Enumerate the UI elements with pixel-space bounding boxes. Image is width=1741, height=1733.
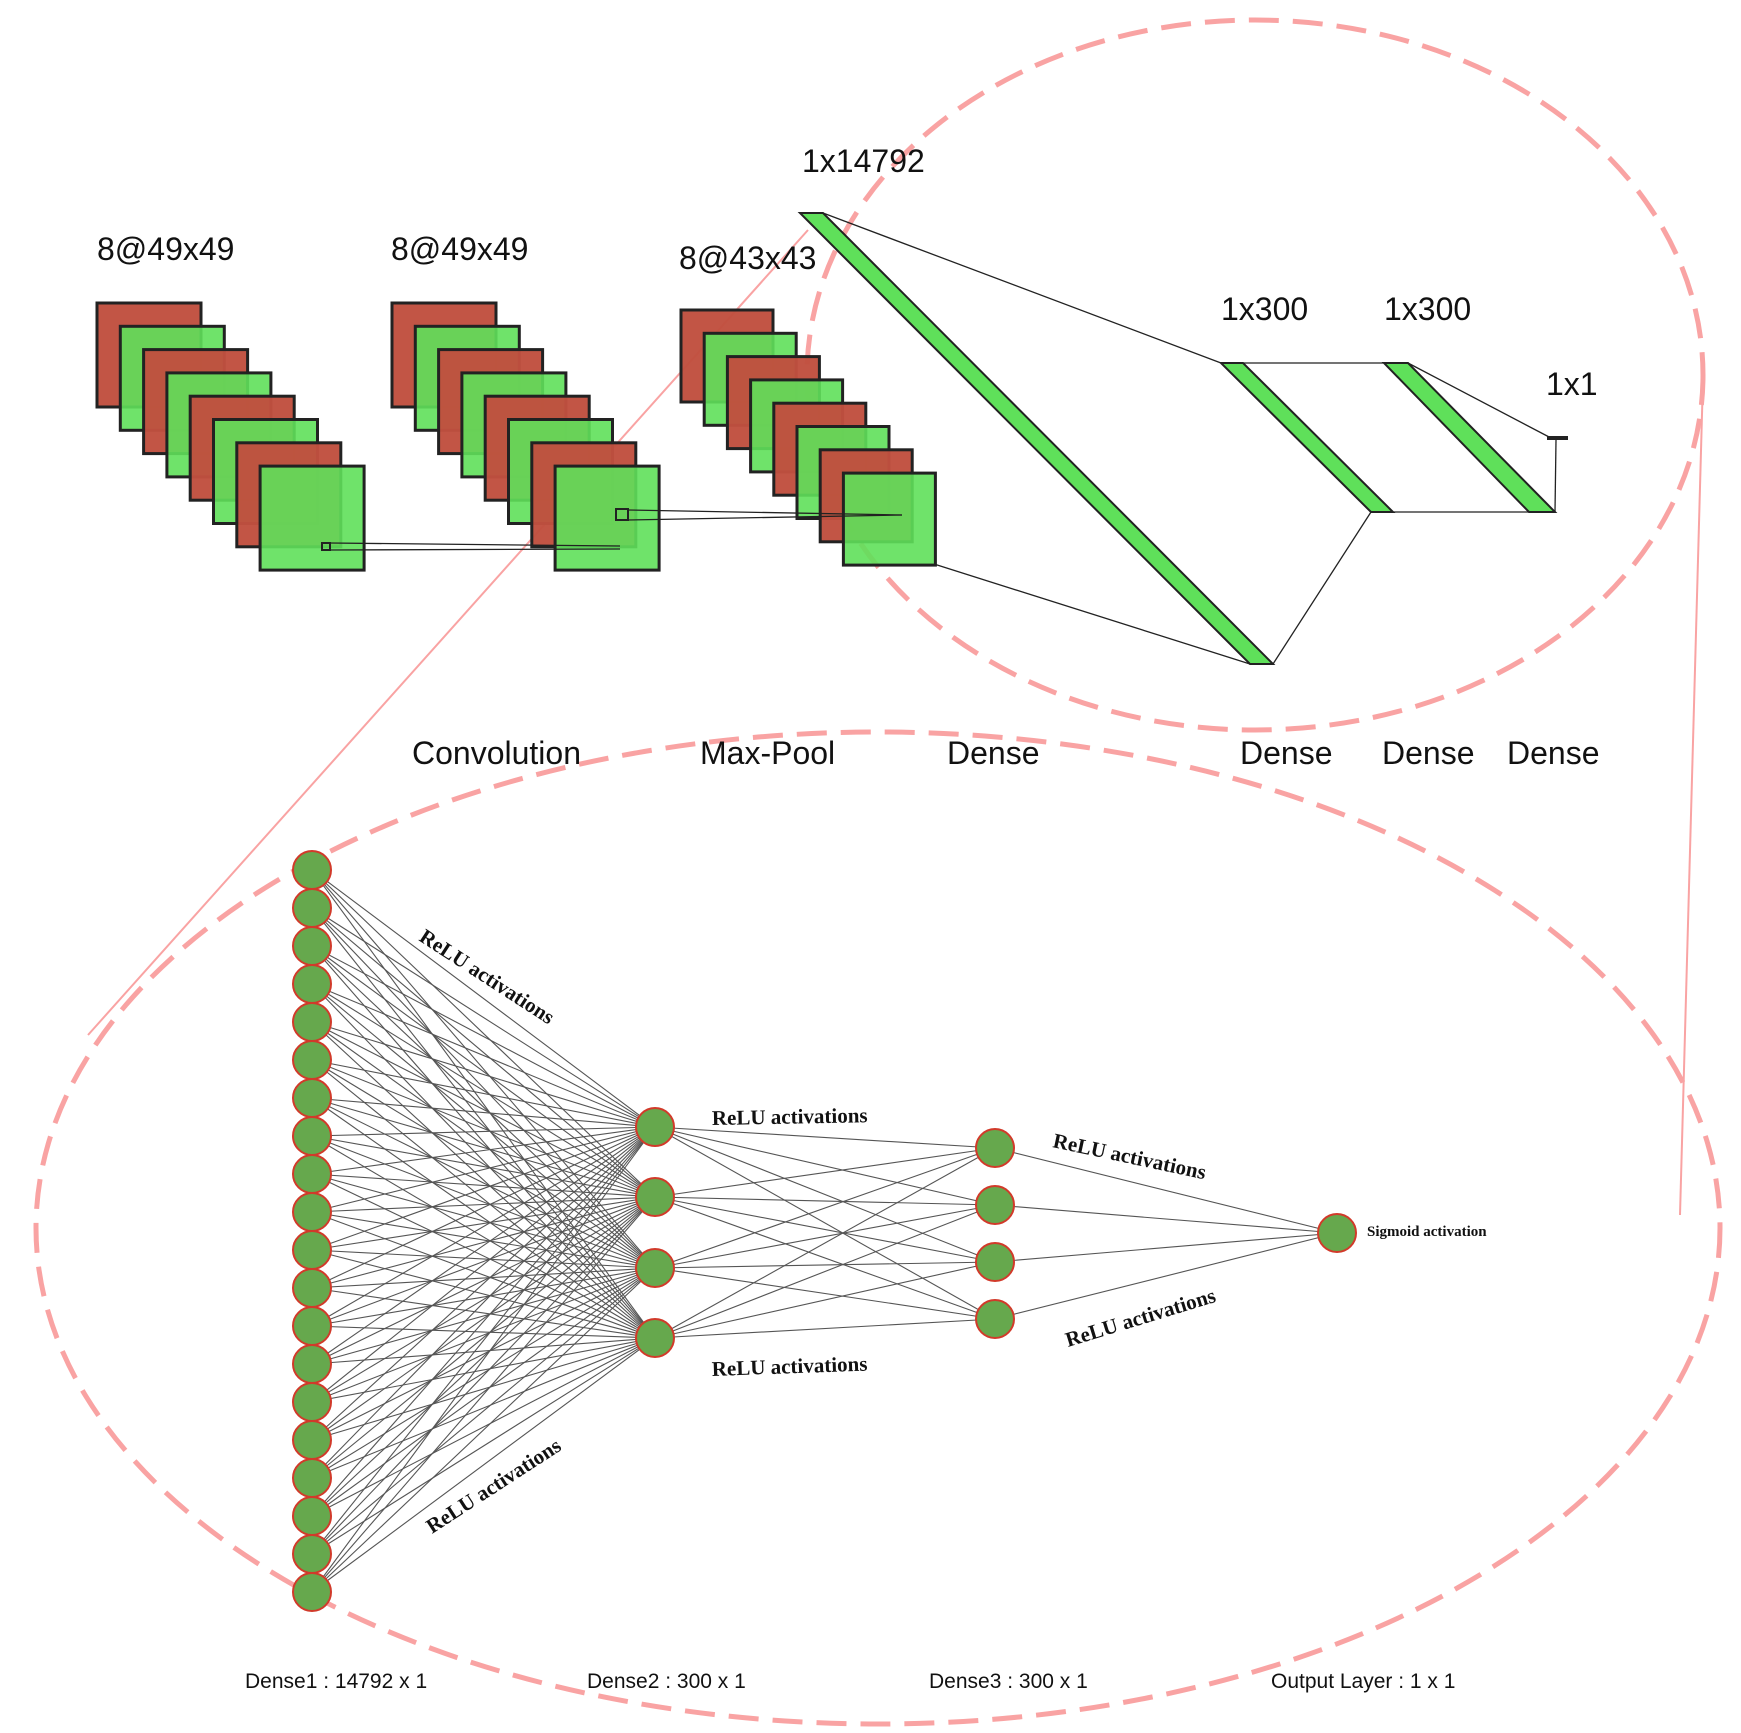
zoom-connector-right bbox=[1679, 377, 1704, 1216]
op-label-dense-4: Dense bbox=[1507, 735, 1600, 771]
activation-label-middle-bottom: ReLU activations bbox=[711, 1352, 867, 1381]
neuron-l1-14 bbox=[292, 1344, 332, 1384]
dim-label-flatten: 1x14792 bbox=[802, 143, 925, 179]
neuron-l1-16 bbox=[292, 1420, 332, 1460]
neuron-l1-6 bbox=[292, 1040, 332, 1080]
dense-bar-300b bbox=[1381, 362, 1558, 513]
kernel-link-1a bbox=[329, 542, 621, 547]
zoom-ellipse-bottom bbox=[33, 729, 1723, 1727]
activation-label-sigmoid: Sigmoid activation bbox=[1367, 1224, 1487, 1240]
neuron-l1-2 bbox=[292, 888, 332, 928]
kernel-link-2a bbox=[627, 509, 903, 516]
neuron-l3-2 bbox=[975, 1185, 1015, 1225]
feature-map-8 bbox=[553, 464, 661, 572]
neuron-l1-5 bbox=[292, 1002, 332, 1042]
neuron-l1-15 bbox=[292, 1382, 332, 1422]
activation-label-right-bottom: ReLU activations bbox=[1062, 1283, 1218, 1351]
neuron-l3-1 bbox=[975, 1128, 1015, 1168]
neuron-l3-3 bbox=[975, 1242, 1015, 1282]
kernel-box-conv bbox=[615, 508, 629, 521]
dim-label-dense2: 1x300 bbox=[1384, 291, 1471, 327]
zoom-ellipse-top bbox=[804, 17, 1706, 733]
conv-feature-maps bbox=[390, 301, 661, 572]
neuron-l1-3 bbox=[292, 926, 332, 966]
kernel-box-input bbox=[321, 542, 331, 551]
op-label-convolution: Convolution bbox=[412, 735, 581, 771]
neuron-l1-19 bbox=[292, 1534, 332, 1574]
layer-caption-dense3: Dense3 : 300 x 1 bbox=[929, 1670, 1088, 1693]
layer-caption-output: Output Layer : 1 x 1 bbox=[1271, 1670, 1455, 1693]
neuron-l2-1 bbox=[635, 1107, 675, 1147]
neuron-l1-17 bbox=[292, 1458, 332, 1498]
pool-feature-maps bbox=[679, 308, 937, 567]
neuron-l1-8 bbox=[292, 1116, 332, 1156]
dim-label-conv: 8@49x49 bbox=[391, 231, 528, 267]
neuron-l2-3 bbox=[635, 1248, 675, 1288]
activation-label-middle-top: ReLU activations bbox=[712, 1103, 868, 1130]
neuron-l1-18 bbox=[292, 1496, 332, 1536]
op-label-dense-2: Dense bbox=[1240, 735, 1333, 771]
layer-caption-dense2: Dense2 : 300 x 1 bbox=[587, 1670, 746, 1693]
neuron-l1-13 bbox=[292, 1306, 332, 1346]
dim-label-pool: 8@43x43 bbox=[679, 240, 816, 276]
neuron-l1-10 bbox=[292, 1192, 332, 1232]
dim-label-output: 1x1 bbox=[1546, 366, 1598, 402]
neuron-l2-4 bbox=[635, 1318, 675, 1358]
dim-label-dense1: 1x300 bbox=[1221, 291, 1308, 327]
dim-label-input: 8@49x49 bbox=[97, 231, 234, 267]
op-label-dense-1: Dense bbox=[947, 735, 1040, 771]
feature-map-8 bbox=[841, 471, 937, 567]
neuron-l1-7 bbox=[292, 1078, 332, 1118]
op-label-maxpool: Max-Pool bbox=[700, 735, 835, 771]
feature-map-8 bbox=[258, 464, 366, 572]
layer-caption-dense1: Dense1 : 14792 x 1 bbox=[245, 1670, 427, 1693]
neuron-l4-1 bbox=[1317, 1213, 1357, 1253]
kernel-link-2b bbox=[627, 514, 903, 521]
dense-layers bbox=[797, 212, 1558, 665]
op-label-dense-3: Dense bbox=[1382, 735, 1475, 771]
dense-bar-300a bbox=[1218, 362, 1396, 513]
neuron-l1-4 bbox=[292, 964, 332, 1004]
neuron-l1-12 bbox=[292, 1268, 332, 1308]
activation-label-right-top: ReLU activations bbox=[1051, 1128, 1208, 1184]
neuron-l1-1 bbox=[292, 850, 332, 890]
kernel-link-1b bbox=[329, 548, 621, 551]
dense-connections bbox=[822, 212, 1557, 665]
neuron-l1-9 bbox=[292, 1154, 332, 1194]
mlp-neurons bbox=[292, 850, 1357, 1612]
neuron-l1-11 bbox=[292, 1230, 332, 1270]
neuron-l2-2 bbox=[635, 1177, 675, 1217]
mlp-connections bbox=[311, 869, 1338, 1593]
neuron-l3-4 bbox=[975, 1299, 1015, 1339]
neuron-l1-20 bbox=[292, 1572, 332, 1612]
input-feature-maps bbox=[95, 301, 366, 572]
activation-label-bottom-left: ReLU activations bbox=[422, 1433, 566, 1538]
